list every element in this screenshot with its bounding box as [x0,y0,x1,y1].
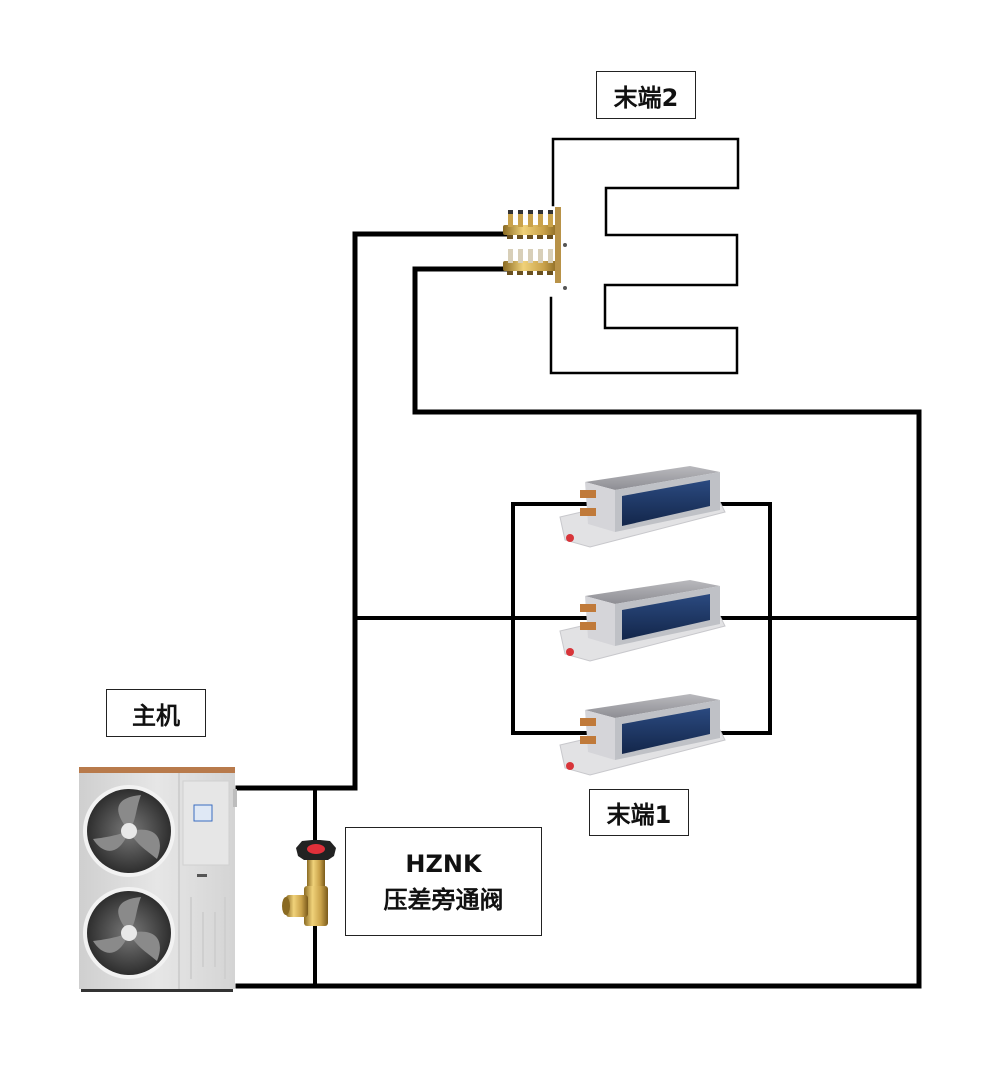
fan-coil-unit-icon [559,466,726,548]
floor-coil [549,137,740,375]
valve-brand-text: HZNK [405,849,482,878]
valve-name-text: 压差旁通阀 [383,885,504,914]
fan-coil-unit-icon [559,579,726,662]
bypass-valve-icon [282,840,336,926]
bypass-valve-label: HZNK 压差旁通阀 [345,827,542,936]
pipe-return-floor [235,266,922,989]
pipe-network [235,137,922,989]
pipe-supply-main [235,231,508,791]
heat-pump-unit-icon [79,767,237,992]
manifold-icon [503,207,567,290]
terminal-1-label: 末端1 [589,789,689,836]
host-label-text: 主机 [132,701,180,730]
host-label: 主机 [106,689,206,737]
terminal-2-label-text: 末端2 [613,83,679,112]
terminal-1-label-text: 末端1 [606,801,672,829]
terminal-2-label: 末端2 [596,71,696,119]
